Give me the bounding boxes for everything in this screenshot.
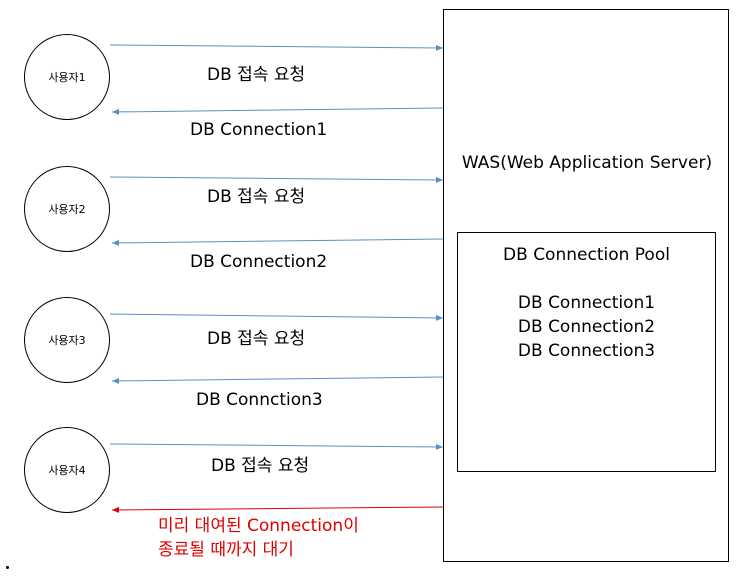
response-arrow-user1	[111, 107, 444, 115]
pool-item-connection1: DB Connection1	[517, 293, 656, 313]
wait-arrow-user4	[111, 506, 444, 513]
bullet-dot	[6, 566, 9, 569]
request-arrow-user2	[109, 176, 444, 183]
response-label-user2: DB Connection2	[190, 252, 328, 272]
connection-pool-title: DB Connection Pool	[503, 245, 670, 265]
response-arrow-user2	[111, 238, 444, 246]
user4-node: 사용자4	[24, 427, 110, 513]
request-label-user3: DB 접속 요청	[207, 329, 306, 349]
response-label-user3: DB Connction3	[196, 390, 323, 410]
request-arrow-user4	[109, 443, 444, 450]
pool-item-connection3: DB Connection3	[517, 341, 656, 361]
request-label-user4: DB 접속 요청	[211, 456, 310, 476]
user3-node: 사용자3	[24, 297, 110, 383]
request-arrow-user3	[109, 313, 444, 321]
response-label-user1: DB Connection1	[190, 120, 328, 140]
user2-label: 사용자2	[48, 203, 86, 216]
connection-pool-box	[457, 232, 716, 472]
wait-note: 미리 대여된 Connection이 종료될 때까지 대기	[158, 514, 359, 562]
was-box	[443, 9, 729, 562]
request-label-user2: DB 접속 요청	[207, 187, 306, 207]
response-arrow-user3	[111, 376, 444, 384]
request-arrow-user1	[109, 44, 444, 51]
user3-label: 사용자3	[48, 334, 86, 347]
user1-label: 사용자1	[48, 71, 86, 84]
request-label-user1: DB 접속 요청	[207, 65, 306, 85]
user1-node: 사용자1	[24, 34, 110, 120]
pool-item-connection2: DB Connection2	[517, 317, 656, 337]
wait-note-line1: 미리 대여된 Connection이	[158, 516, 359, 536]
user4-label: 사용자4	[48, 464, 86, 477]
wait-note-line2: 종료될 때까지 대기	[158, 540, 294, 560]
user2-node: 사용자2	[24, 166, 110, 252]
was-title: WAS(Web Application Server)	[461, 153, 713, 173]
